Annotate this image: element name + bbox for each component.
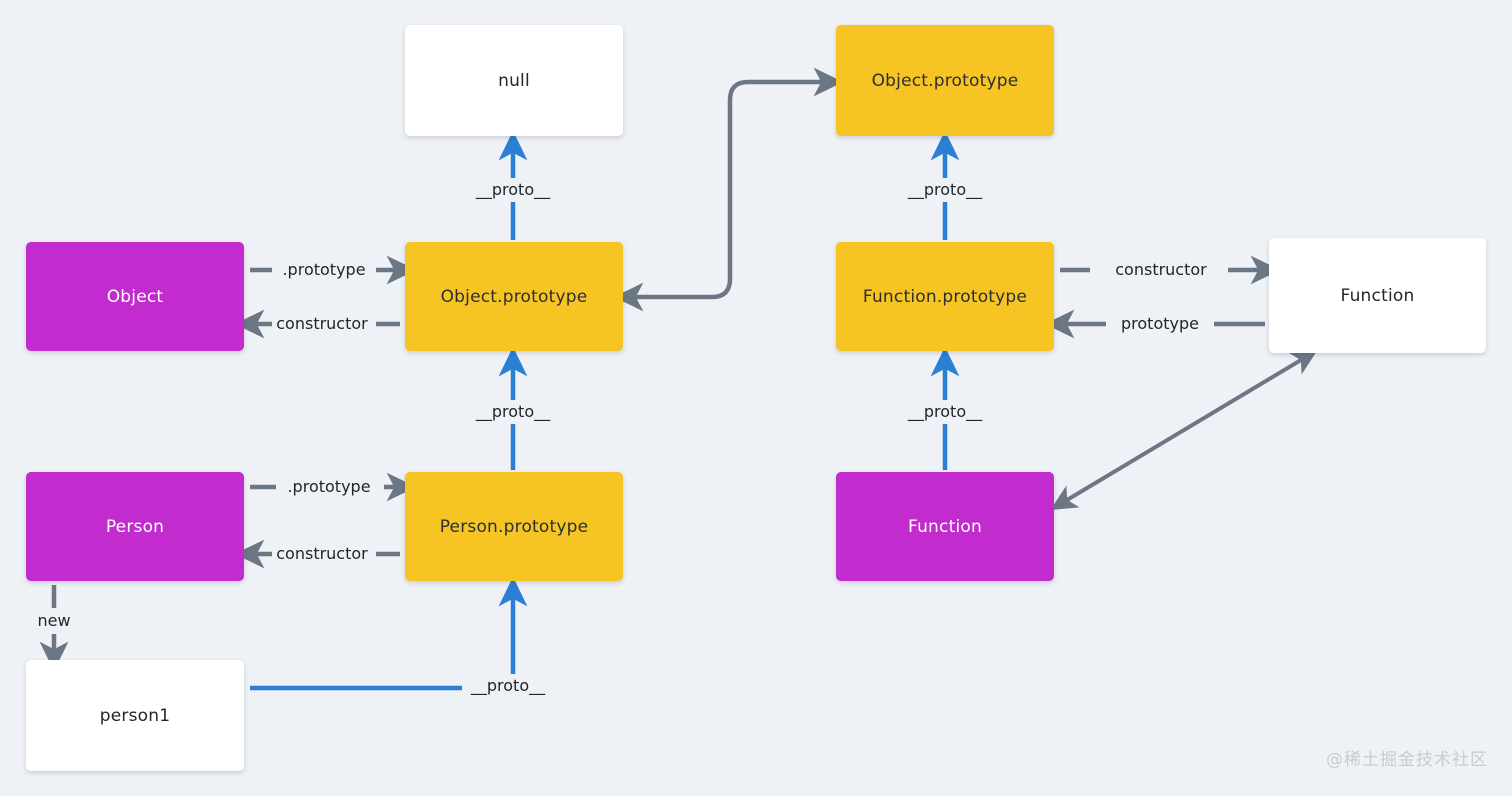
- node-function-magenta-label: Function: [908, 516, 982, 537]
- edge-diagonal-functionmagenta-functionwhite: [1050, 350, 1318, 510]
- edge-label-new-person-person1: new: [33, 613, 75, 629]
- node-null[interactable]: null: [405, 25, 623, 136]
- node-function-white[interactable]: Function: [1269, 238, 1486, 353]
- node-object-prototype[interactable]: Object.prototype: [405, 242, 623, 351]
- node-object-label: Object: [106, 286, 164, 307]
- node-person1-label: person1: [99, 705, 171, 726]
- node-null-label: null: [498, 70, 530, 91]
- node-person-prototype[interactable]: Person.prototype: [405, 472, 623, 581]
- node-person1[interactable]: person1: [26, 660, 244, 771]
- edge-label-prototype-person: .prototype: [283, 479, 375, 495]
- node-object[interactable]: Object: [26, 242, 244, 351]
- edge-label-prototype-object: .prototype: [278, 262, 370, 278]
- node-person-label: Person: [105, 516, 165, 537]
- node-function-prototype[interactable]: Function.prototype: [836, 242, 1054, 351]
- node-function-prototype-label: Function.prototype: [862, 286, 1028, 307]
- edge-label-proto-functionprototype-objectprototype2: __proto__: [903, 182, 987, 198]
- node-object-prototype-2-label: Object.prototype: [871, 70, 1019, 91]
- edge-label-constructor-objectprototype: constructor: [272, 316, 372, 332]
- edge-label-proto-personprototype-objectprototype: __proto__: [471, 404, 555, 420]
- edge-label-proto-objectprototype-null: __proto__: [471, 182, 555, 198]
- node-person-prototype-label: Person.prototype: [439, 516, 589, 537]
- edge-label-prototype-function: prototype: [1117, 316, 1203, 332]
- watermark: @稀土掘金技术社区: [1326, 750, 1488, 770]
- edge-label-proto-person1-personprototype: __proto__: [466, 678, 550, 694]
- node-object-prototype-label: Object.prototype: [440, 286, 588, 307]
- node-person[interactable]: Person: [26, 472, 244, 581]
- node-object-prototype-2[interactable]: Object.prototype: [836, 25, 1054, 136]
- edge-label-constructor-personprototype: constructor: [272, 546, 372, 562]
- edge-sconnector-functionprototype-to-objectprototype2: [613, 67, 844, 312]
- node-function-magenta[interactable]: Function: [836, 472, 1054, 581]
- edge-label-constructor-function: constructor: [1111, 262, 1211, 278]
- node-function-white-label: Function: [1340, 285, 1415, 306]
- edge-label-proto-functionmagenta-functionprototype: __proto__: [903, 404, 987, 420]
